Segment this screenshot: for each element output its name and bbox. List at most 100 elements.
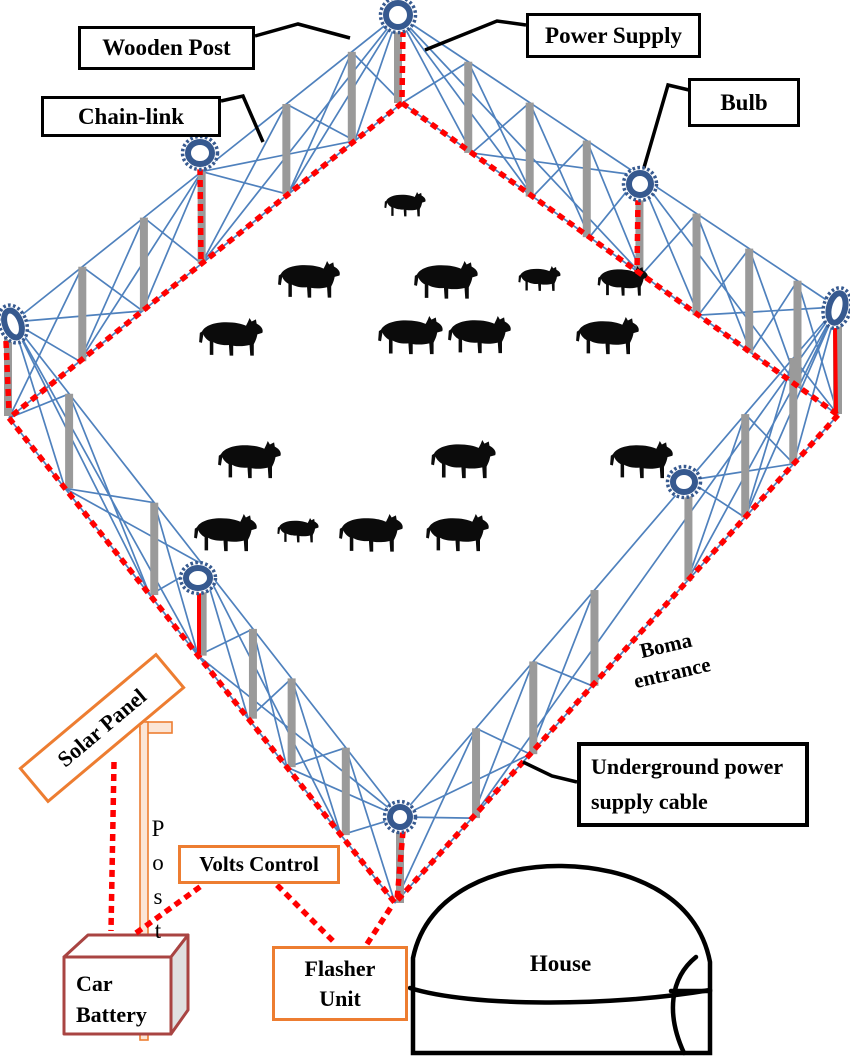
chain-link-mesh-line [287,14,399,195]
chain-link-mesh-line [467,61,534,197]
chain-link-mesh-line [12,310,143,323]
wooden-post [287,678,296,768]
fence-posts [4,30,842,903]
chain-link-mesh-line [397,14,643,276]
chain-link-mesh-line [8,266,84,419]
chain-link-mesh-line [12,321,151,596]
bulb-icon [180,134,220,172]
chain-link-mesh-line [532,660,593,687]
cow-icon [378,316,443,355]
chain-link-mesh-line [471,661,535,819]
car-battery-line2: Battery [76,1001,147,1027]
wooden-post [150,502,159,596]
cow-icon [278,261,340,298]
power-supply-label-text: Power Supply [545,22,682,48]
wooden-post [347,51,356,141]
wooden-post [4,336,12,416]
chain-link-mesh-line [286,746,347,769]
chain-link-mesh-line [471,152,640,177]
label-connector [254,22,351,40]
car-battery [62,933,190,1036]
house-door-arc [670,954,699,1056]
cow-icon [610,441,673,479]
chain-link-mesh-line [143,216,203,265]
house-outline [410,863,713,1056]
chain-link-mesh-line [686,306,838,582]
chain-link-mesh-line [197,628,254,657]
wooden-post [65,393,74,489]
wooden-post-label: Wooden Post [78,26,255,70]
power-cable [134,881,206,936]
house-label-text: House [529,951,592,976]
wooden-post [741,414,750,518]
label-connector [424,19,527,52]
cow-icon [414,261,478,299]
cow-icon [426,514,489,552]
chain-link-mesh-line [401,60,469,104]
label-connector [641,82,690,172]
flasher-unit-box: Flasher Unit [272,946,408,1021]
chain-link-mesh-line [64,487,204,566]
flasher-unit-line1: Flasher [304,955,376,981]
wooden-post [793,280,802,387]
chain-link-mesh-line [697,248,750,316]
cow-icon [431,440,496,479]
wooden-post [745,248,754,353]
fence-bottom-rail [8,417,396,904]
chain-link-mesh-line [399,753,531,818]
house [407,863,713,1056]
cow-icon [384,192,426,217]
wooden-post [78,266,87,362]
wooden-post [684,480,693,581]
wooden-post [472,728,481,819]
chain-link-mesh-line [475,727,531,755]
bulb-icon [378,0,418,35]
volts-control-text: Volts Control [199,852,319,876]
volts-control-box: Volts Control [178,845,340,884]
chain-link-mesh-line [351,51,403,104]
bulb-label-text: Bulb [720,89,768,115]
cow-icon [218,441,281,479]
battery-top-face [62,933,190,959]
underground-cable-label: Underground power supply cable [577,742,809,827]
label-connector [522,760,578,784]
wooden-post [590,590,599,686]
label-connectors [220,19,690,784]
wooden-post [394,30,402,103]
chain-link-mesh-line [744,413,795,465]
bulbs [0,0,850,835]
wooden-post [198,564,207,656]
car-battery-line1: Car [76,971,113,996]
cow-icon [194,514,257,552]
electrified-ground-wire [392,413,841,905]
power-cables [3,29,841,946]
power-cable [833,325,838,414]
fence-top-rail [399,306,838,818]
chain-link-label: Chain-link [41,96,221,137]
flasher-unit-line2: Unit [319,985,361,1011]
chain-link-mesh-line [201,139,356,173]
bulb-icon [821,286,850,330]
wooden-post [525,102,534,197]
wooden-post [396,830,404,903]
cow-icon [448,316,511,354]
power-equipment [62,721,190,1041]
wooden-post [582,140,591,238]
power-cable [197,167,204,262]
power-cable [364,902,396,946]
chain-link-mesh-line [688,462,794,482]
wooden-post [464,61,473,153]
bulb-icon [382,799,418,835]
wooden-post-label-text: Wooden Post [102,35,231,60]
power-supply-label: Power Supply [526,13,701,58]
chain-link-mesh-line [81,266,144,312]
electrified-ground-wire [400,100,840,418]
underground-cable-line1: Underground power [591,754,784,780]
chain-link-mesh-line [8,392,70,419]
wooden-post [692,213,701,316]
chain-link-mesh-line [532,139,588,198]
cow-icon [576,317,639,355]
chain-link-mesh-line [287,51,353,195]
